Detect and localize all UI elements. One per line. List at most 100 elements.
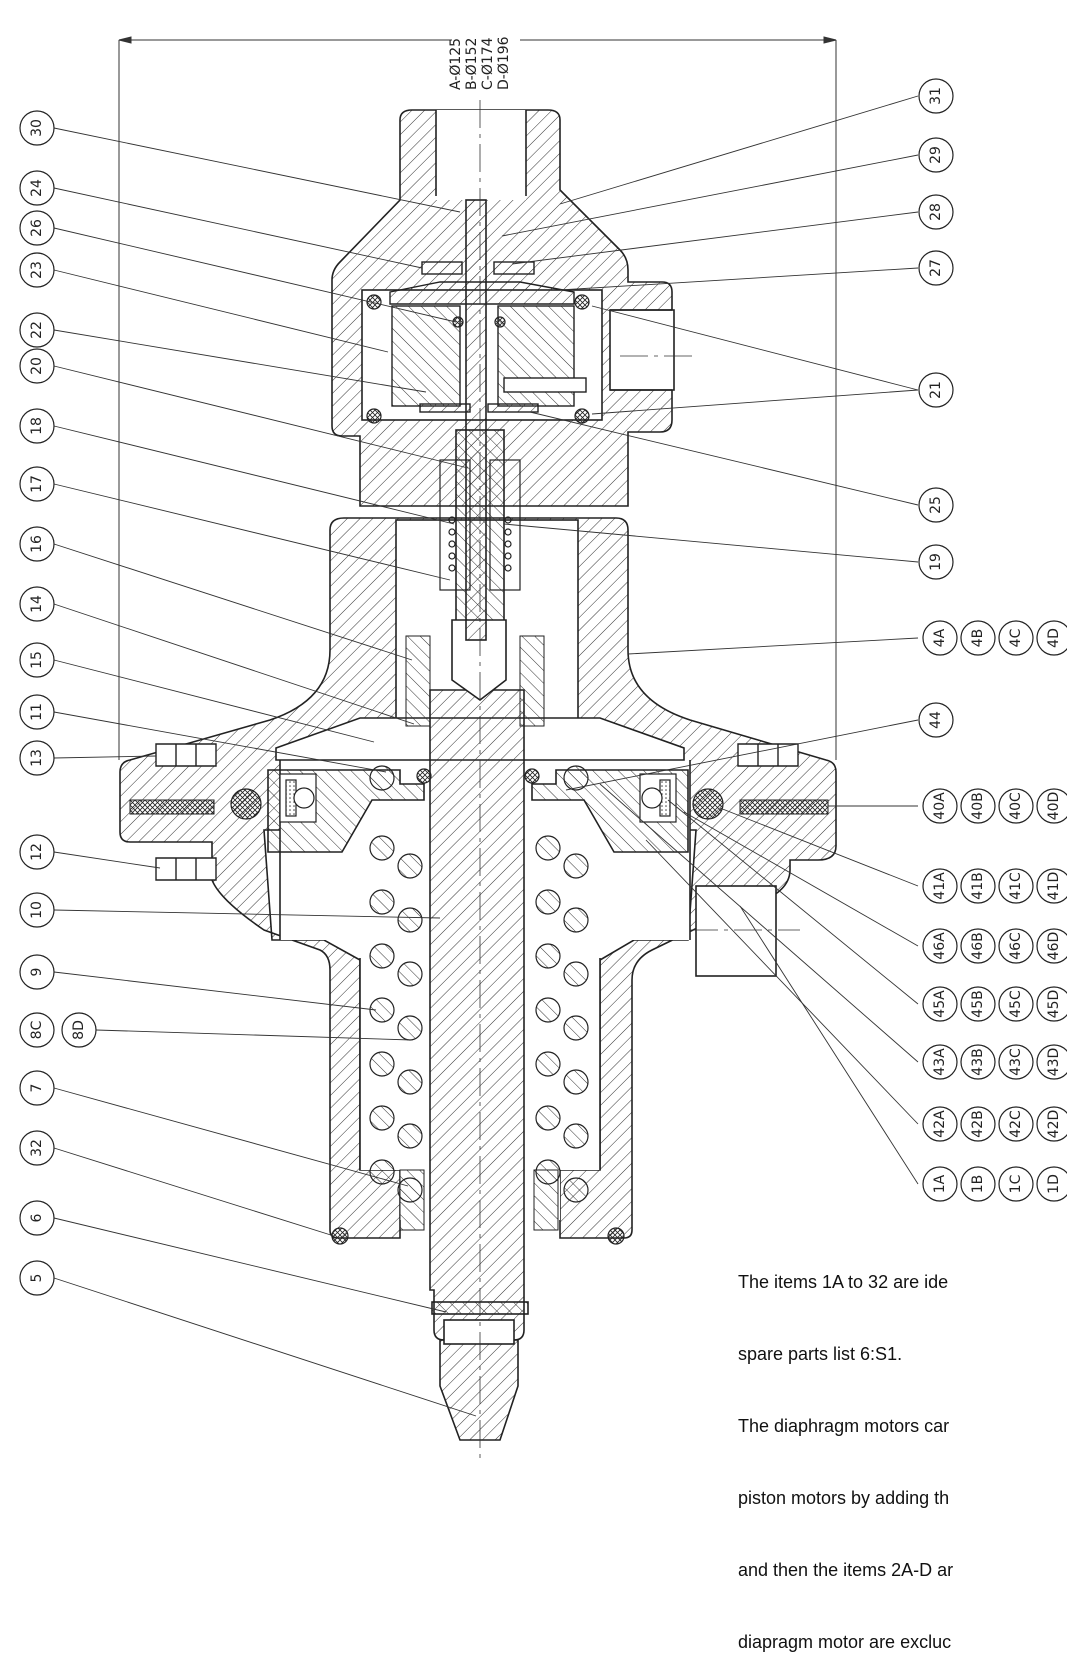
- callout-right-0: 31: [918, 78, 954, 114]
- callout-left-6: 18: [19, 408, 55, 444]
- callout-circle: [918, 702, 954, 738]
- callout-left-20: 6: [19, 1200, 55, 1236]
- callout-label: 11: [29, 703, 45, 721]
- note-line-3: The diaphragm motors car: [738, 1416, 950, 1436]
- dimension-c: C-Ø174: [480, 37, 496, 90]
- callout-label: 28: [928, 203, 944, 221]
- upper-spring: [439, 459, 521, 591]
- callout-circle: [922, 928, 958, 964]
- callout-circle: [1036, 928, 1067, 964]
- callout-label: 40C: [1008, 792, 1024, 820]
- callout-label: 40B: [970, 792, 986, 819]
- callout-label: 42D: [1046, 1110, 1062, 1139]
- callout-row-1-1: 40B: [960, 788, 996, 824]
- callout-circle: [922, 986, 958, 1022]
- callout-circle: [19, 1200, 55, 1236]
- callout-circle: [918, 137, 954, 173]
- callout-row-6-1: 42B: [960, 1106, 996, 1142]
- callout-label: 9: [29, 968, 45, 977]
- note-line-5: and then the items 2A-D ar: [738, 1560, 954, 1580]
- callout-label: 42A: [932, 1110, 948, 1138]
- callout-row-5-0: 43A: [922, 1044, 958, 1080]
- spare-parts-note: The items 1A to 32 are ide spare parts l…: [738, 1222, 1067, 1678]
- callout-label: 12: [29, 843, 45, 861]
- callout-label: 32: [29, 1139, 45, 1157]
- callout-label: 13: [29, 749, 45, 767]
- callout-label: 29: [928, 146, 944, 164]
- callout-circle: [1036, 788, 1067, 824]
- callout-label: 43B: [970, 1048, 986, 1075]
- dimension-labels: A-Ø125 B-Ø152 C-Ø174 D-Ø196: [448, 36, 512, 90]
- callout-label: 4A: [932, 628, 948, 647]
- callout-row-0-1: 4B: [960, 620, 996, 656]
- callout-circle: [19, 466, 55, 502]
- callout-circle: [19, 210, 55, 246]
- callout-label: 16: [29, 535, 45, 553]
- callout-label: 43A: [932, 1048, 948, 1076]
- callout-label: 24: [29, 179, 45, 197]
- callout-label: 4B: [970, 629, 986, 648]
- callout-circle: [998, 620, 1034, 656]
- callout-label: 15: [29, 651, 45, 669]
- callout-circle: [960, 1106, 996, 1142]
- callout-label: 21: [928, 381, 944, 399]
- callout-circle: [1036, 1166, 1067, 1202]
- callout-label: 6: [29, 1213, 45, 1222]
- callout-row-3-2: 46C: [998, 928, 1034, 964]
- callout-row-1-3: 40D: [1036, 788, 1067, 824]
- callout-circle: [19, 170, 55, 206]
- callout-circle: [960, 868, 996, 904]
- callout-circle: [19, 1070, 55, 1106]
- callout-label: 27: [928, 259, 944, 277]
- callout-circle: [1036, 1106, 1067, 1142]
- callout-circle: [960, 1166, 996, 1202]
- callout-left-11: 11: [19, 694, 55, 730]
- piston-seals: [279, 773, 677, 823]
- callout-row-3-3: 46D: [1036, 928, 1067, 964]
- callout-circle: [1036, 986, 1067, 1022]
- main-spring: [369, 765, 589, 1203]
- callout-row-6-3: 42D: [1036, 1106, 1067, 1142]
- callout-label: 41A: [932, 872, 948, 900]
- callout-left-13: 12: [19, 834, 55, 870]
- callout-label: 43C: [1008, 1048, 1024, 1076]
- callout-row-6-2: 42C: [998, 1106, 1034, 1142]
- callout-circle: [19, 110, 55, 146]
- callout-circle: [918, 487, 954, 523]
- callout-left-5: 20: [19, 348, 55, 384]
- cap-piston: [389, 261, 587, 413]
- callout-label: 8D: [71, 1020, 87, 1040]
- center-lines: [479, 100, 800, 1460]
- callout-left-9: 14: [19, 586, 55, 622]
- callout-circle: [922, 788, 958, 824]
- callout-label: 19: [928, 553, 944, 571]
- callout-circle: [1036, 868, 1067, 904]
- callout-row-3-1: 46B: [960, 928, 996, 964]
- callout-left-17: 8D: [61, 1012, 97, 1048]
- callout-label: 26: [29, 219, 45, 237]
- callout-label: 42C: [1008, 1110, 1024, 1138]
- callout-left-19: 32: [19, 1130, 55, 1166]
- callout-label: 5: [29, 1274, 45, 1283]
- dimension-d: D-Ø196: [496, 36, 512, 90]
- callout-label: 41D: [1046, 872, 1062, 901]
- callout-circle: [922, 1166, 958, 1202]
- callout-label: 17: [29, 475, 45, 493]
- callout-label: 41B: [970, 872, 986, 899]
- callout-label: 20: [29, 357, 45, 375]
- callout-left-10: 15: [19, 642, 55, 678]
- callout-row-3-0: 46A: [922, 928, 958, 964]
- callout-label: 1A: [932, 1174, 948, 1193]
- callout-right-6: 19: [918, 544, 954, 580]
- callout-circle: [998, 1166, 1034, 1202]
- callout-circle: [19, 642, 55, 678]
- callout-circle: [19, 954, 55, 990]
- callout-label: 45C: [1008, 990, 1024, 1018]
- callout-row-1-0: 40A: [922, 788, 958, 824]
- callout-circle: [922, 1044, 958, 1080]
- callout-row-7-2: 1C: [998, 1166, 1034, 1202]
- callout-circle: [19, 586, 55, 622]
- callout-right-3: 27: [918, 250, 954, 286]
- callout-circle: [19, 526, 55, 562]
- callout-label: 44: [928, 711, 944, 729]
